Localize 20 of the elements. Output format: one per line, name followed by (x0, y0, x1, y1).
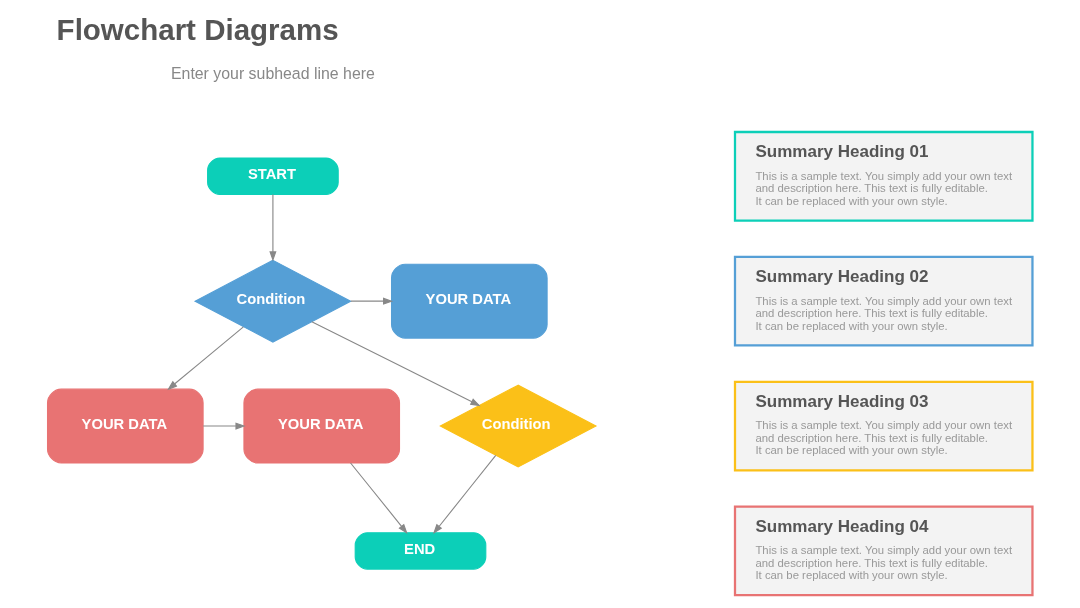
arrow (350, 462, 408, 534)
node-diamond: Condition (193, 259, 352, 343)
node-box: YOUR DATA (243, 388, 401, 464)
label: Enter your subhead line here (170, 65, 375, 83)
node-box: YOUR DATA (391, 263, 548, 339)
arrow (311, 321, 481, 407)
arrow (167, 326, 244, 391)
arrow (350, 297, 394, 305)
arrow (269, 193, 277, 262)
node-box: END (354, 532, 487, 570)
diagram-title: Flowchart Diagrams (56, 12, 339, 46)
node-box: Summary Heading 01 This is a sample text. You simply add your own text and description here. This text is fully editable. It can be replaced with your own style. (733, 130, 1034, 222)
arrow (202, 422, 246, 430)
node-diamond: Condition (439, 384, 598, 468)
node-box: Summary Heading 02 This is a sample text. You simply add your own text and description here. This text is fully editable. It can be replaced with your own style. (733, 255, 1034, 347)
node-box: YOUR DATA (46, 388, 204, 464)
node-box: Summary Heading 04 This is a sample text. You simply add your own text and description here. This text is fully editable. It can be replaced with your own style. (733, 505, 1034, 597)
node-box: Summary Heading 03 This is a sample text. You simply add your own text and description here. This text is fully editable. It can be replaced with your own style. (733, 380, 1034, 472)
arrow (433, 454, 497, 535)
node-box: START (207, 157, 339, 195)
